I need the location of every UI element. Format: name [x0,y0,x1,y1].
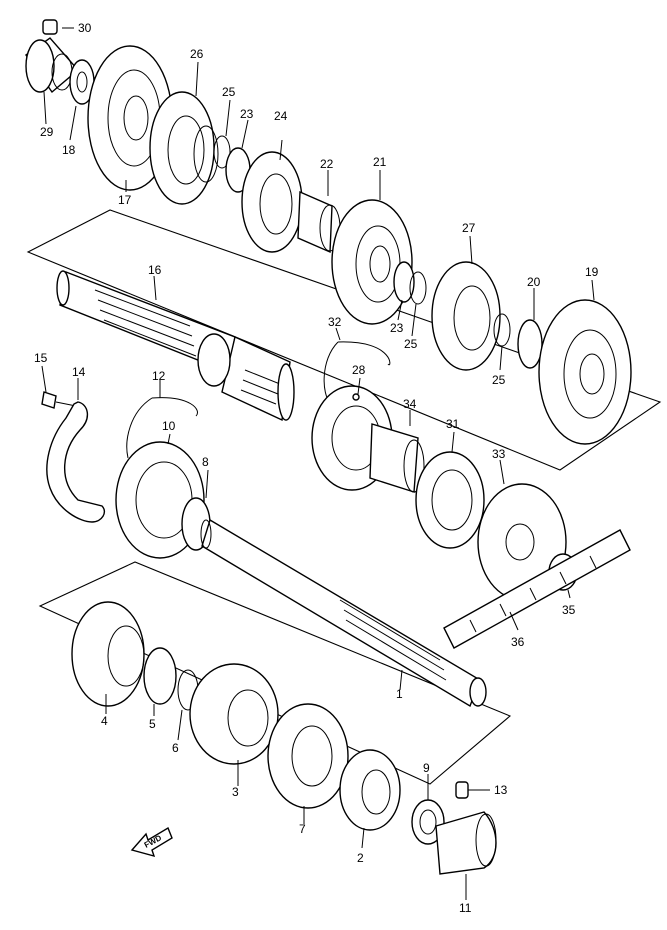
callout-30: 30 [78,21,92,35]
gear-21 [331,199,413,325]
gear-7 [267,703,349,809]
washer-23-middle [393,261,415,303]
callout-6: 6 [172,741,179,755]
gear-19 [538,299,632,445]
cap-11 [435,811,497,875]
callout-4: 4 [101,714,108,728]
callout-24: 24 [274,109,288,123]
callout-16: 16 [148,263,162,277]
circlip-25-middle [409,271,427,305]
callout-19: 19 [585,265,599,279]
callout-10: 10 [162,419,176,433]
callout-31: 31 [446,417,460,431]
callout-22: 22 [320,157,334,171]
callout-9: 9 [423,761,430,775]
callout-2: 2 [357,851,364,865]
gear-27 [431,261,501,371]
oil-seal-31 [415,451,485,549]
callout-18: 18 [62,143,76,157]
callout-33: 33 [492,447,506,461]
callout-34: 34 [403,397,417,411]
circlip-25-upper [213,135,231,169]
callout-36: 36 [511,635,525,649]
spacer-34 [369,423,425,493]
bushing-22 [297,190,341,254]
callout-35: 35 [562,603,576,617]
callout-20: 20 [527,275,541,289]
gear-4 [71,601,145,707]
callout-3: 3 [232,785,239,799]
bush-29 [25,37,79,94]
circlip-12 [126,397,198,459]
gear-3 [189,663,279,765]
countershaft-16 [56,270,295,422]
cap-30 [42,19,58,35]
callout-25-middle: 25 [404,337,418,351]
callout-7: 7 [299,822,306,836]
callout-21: 21 [373,155,387,169]
drive-chain-36 [443,529,631,649]
callout-23-upper: 23 [240,107,254,121]
fwd-marker: FWD [130,826,173,858]
callout-28: 28 [352,363,366,377]
callout-26: 26 [190,47,204,61]
callout-27: 27 [462,221,476,235]
callout-15: 15 [34,351,48,365]
washer-18 [69,59,95,105]
callout-25-upper: 25 [222,85,236,99]
callout-17: 17 [118,193,132,207]
callout-14: 14 [72,365,86,379]
callout-23-middle: 23 [390,321,404,335]
callout-29: 29 [40,125,54,139]
washer-20 [517,319,543,369]
callout-5: 5 [149,717,156,731]
countershaft-plane [26,209,662,471]
bolt-15 [41,391,77,409]
leader-lines [41,27,595,900]
callout-1: 1 [396,687,403,701]
pin-13 [455,781,469,799]
bushing-5 [143,647,177,705]
sprocket-33 [477,483,567,601]
mainshaft-1 [200,518,487,708]
bracket-14 [46,401,106,523]
callout-32: 32 [328,315,342,329]
callout-13: 13 [494,783,508,797]
callouts: 1 2 3 4 5 6 7 8 9 10 11 12 13 14 15 16 1… [34,21,599,915]
gear-26 [149,91,219,205]
callout-11: 11 [459,901,472,915]
callout-12: 12 [152,369,166,383]
callout-25-lower: 25 [492,373,506,387]
gear-2 [339,749,401,831]
gear-24 [241,151,303,253]
callout-8: 8 [202,455,209,469]
